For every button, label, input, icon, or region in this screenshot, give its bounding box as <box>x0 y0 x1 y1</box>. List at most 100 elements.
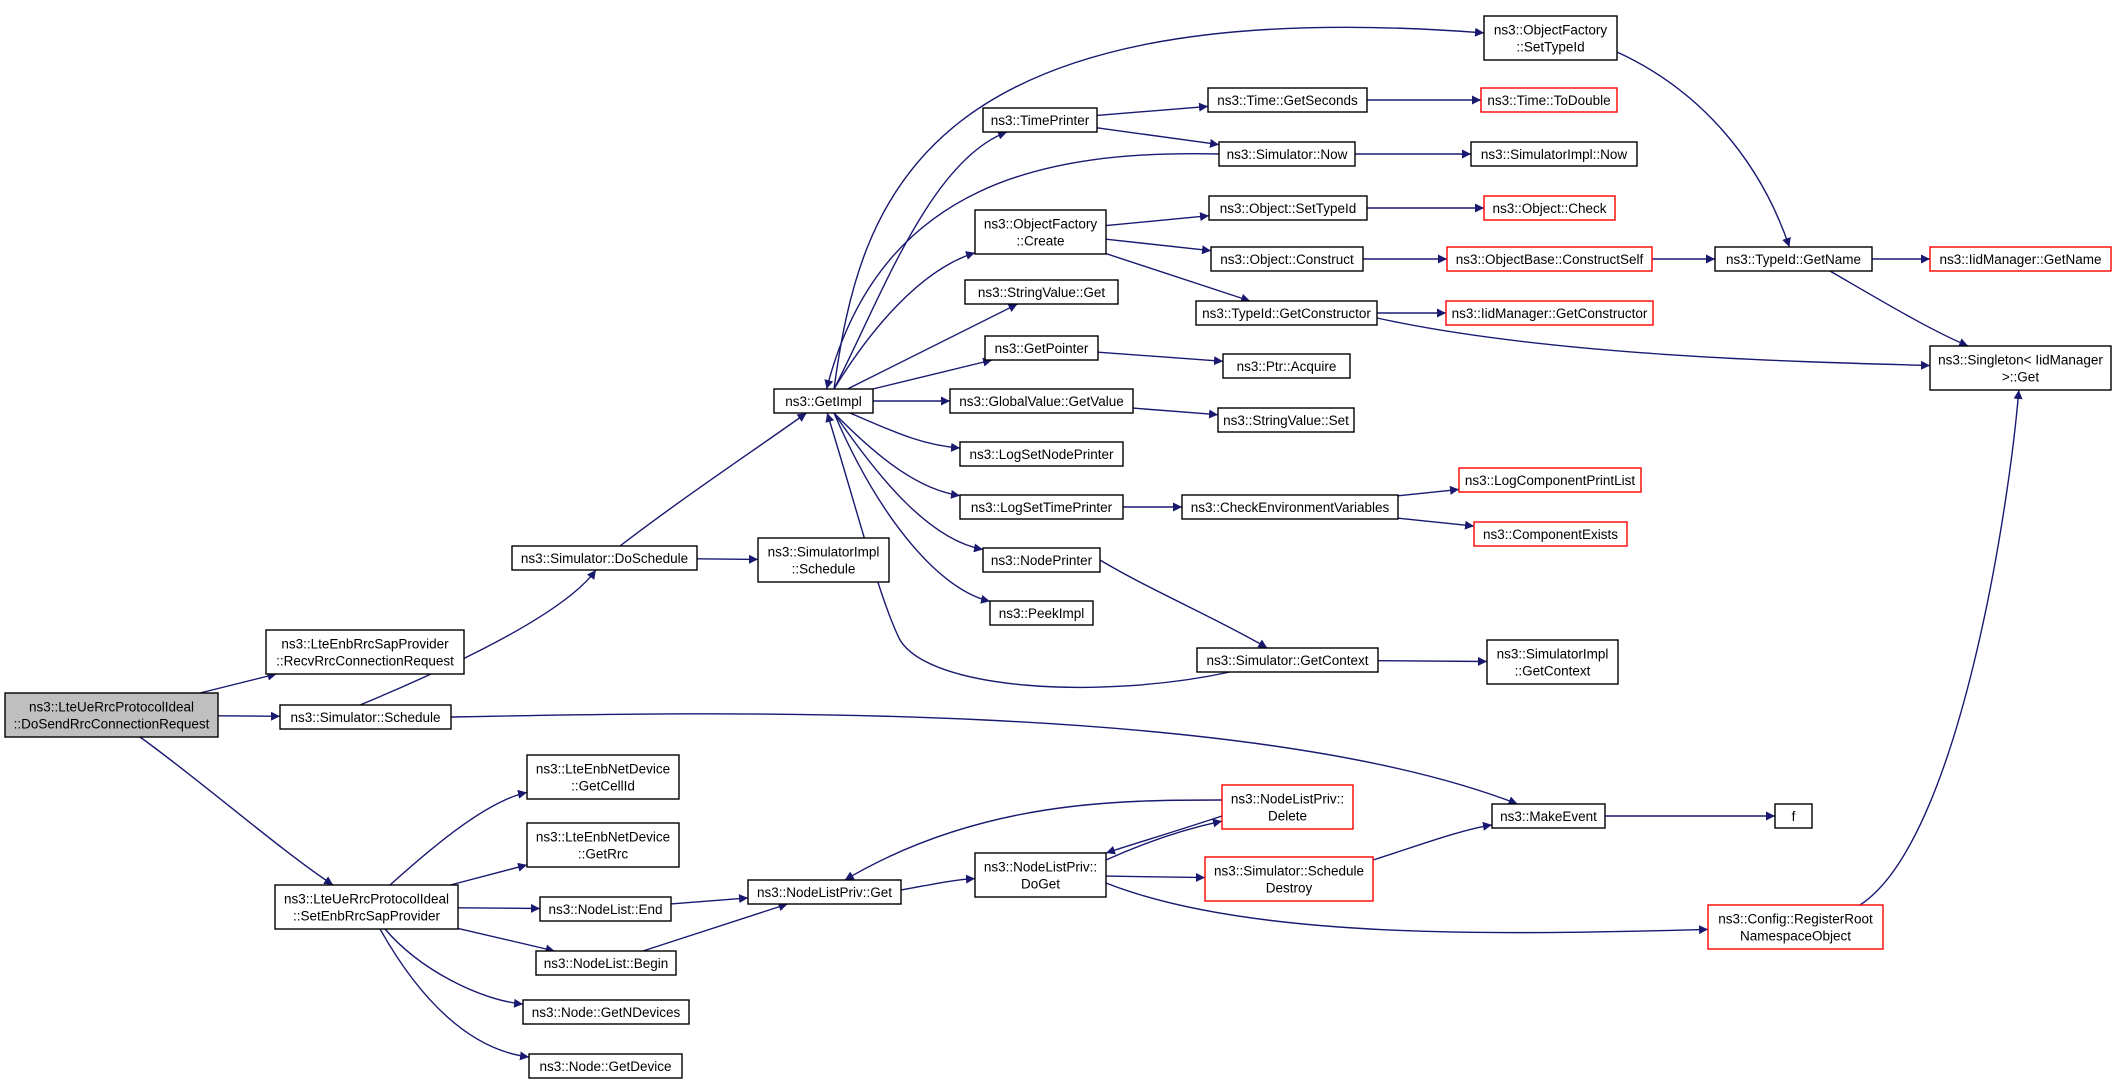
node-label: ns3::Singleton< IidManager <box>1938 353 2103 368</box>
node-simnow[interactable]: ns3::Simulator::Now <box>1218 141 1356 167</box>
node-label: ns3::Simulator::Schedule <box>1214 864 1364 879</box>
nodes-layer: ns3::LteUeRrcProtocolIdeal::DoSendRrcCon… <box>4 15 2112 1079</box>
node-label: ns3::Simulator::Schedule <box>290 710 440 725</box>
node-makeevent[interactable]: ns3::MakeEvent <box>1491 803 1606 829</box>
node-simimplsched[interactable]: ns3::SimulatorImpl::Schedule <box>757 537 890 583</box>
node-strget[interactable]: ns3::StringValue::Get <box>964 279 1119 305</box>
node-label: ns3::Ptr::Acquire <box>1237 359 1337 374</box>
node-ptracq[interactable]: ns3::Ptr::Acquire <box>1222 353 1351 379</box>
node-sched[interactable]: ns3::Simulator::Schedule <box>279 704 452 730</box>
node-box <box>974 852 1107 898</box>
node-enbgetcellid[interactable]: ns3::LteEnbNetDevice::GetCellId <box>526 754 680 800</box>
node-label: ns3::Object::Check <box>1492 201 1606 216</box>
node-label: ns3::SimulatorImpl <box>1497 647 1609 662</box>
node-label: ns3::SimulatorImpl::Now <box>1481 147 1628 162</box>
node-label: ns3::LogSetTimePrinter <box>971 500 1113 515</box>
node-simgetctx[interactable]: ns3::Simulator::GetContext <box>1196 647 1379 673</box>
node-gvget[interactable]: ns3::GlobalValue::GetValue <box>949 388 1134 414</box>
node-box <box>1446 246 1653 272</box>
node-label: ns3::TypeId::GetConstructor <box>1202 306 1371 321</box>
edge-setenb-to-nlend <box>457 903 541 913</box>
node-nlprivget[interactable]: ns3::NodeListPriv::Get <box>747 879 902 905</box>
node-box <box>274 884 459 930</box>
node-getimpl[interactable]: ns3::GetImpl <box>773 388 874 414</box>
node-box <box>1486 639 1619 685</box>
node-label: Destroy <box>1266 881 1313 896</box>
edge-nlprivdelete-to-nlprivget <box>844 799 1223 881</box>
node-objsettid[interactable]: ns3::Object::SetTypeId <box>1208 195 1368 221</box>
node-label: ns3::NodeListPriv:: <box>1231 792 1344 807</box>
node-label: ns3::Node::GetDevice <box>539 1059 671 1074</box>
node-setenb[interactable]: ns3::LteUeRrcProtocolIdeal::SetEnbRrcSap… <box>274 884 459 930</box>
node-label: ns3::LogComponentPrintList <box>1465 473 1636 488</box>
node-strset[interactable]: ns3::StringValue::Set <box>1217 407 1355 433</box>
node-recv[interactable]: ns3::LteEnbRrcSapProvider::RecvRrcConnec… <box>265 629 465 675</box>
node-nlprivdoget[interactable]: ns3::NodeListPriv::DoGet <box>974 852 1107 898</box>
node-box <box>1445 300 1654 326</box>
node-box <box>984 335 1099 361</box>
node-enbgetrrc[interactable]: ns3::LteEnbNetDevice::GetRrc <box>526 822 680 868</box>
node-label: ns3::NodePrinter <box>991 553 1093 568</box>
node-box <box>511 545 698 571</box>
node-ofsettid[interactable]: ns3::ObjectFactory::SetTypeId <box>1483 15 1618 61</box>
node-logsetnode[interactable]: ns3::LogSetNodePrinter <box>959 441 1124 467</box>
node-simimplgetctx[interactable]: ns3::SimulatorImpl::GetContext <box>1486 639 1619 685</box>
node-nlbegin[interactable]: ns3::NodeList::Begin <box>535 950 677 976</box>
node-label: ns3::MakeEvent <box>1500 809 1597 824</box>
node-iidgetctor[interactable]: ns3::IidManager::GetConstructor <box>1445 300 1654 326</box>
node-singleton[interactable]: ns3::Singleton< IidManager >::Get <box>1929 345 2112 391</box>
node-nodegetndev[interactable]: ns3::Node::GetNDevices <box>522 999 690 1025</box>
node-iidgetname[interactable]: ns3::IidManager::GetName <box>1929 246 2112 272</box>
edge-sched-to-dosched <box>359 569 597 706</box>
node-label: ::RecvRrcConnectionRequest <box>276 654 454 669</box>
node-objcheck[interactable]: ns3::Object::Check <box>1483 195 1616 221</box>
node-dosched[interactable]: ns3::Simulator::DoSchedule <box>511 545 698 571</box>
node-logcomplist[interactable]: ns3::LogComponentPrintList <box>1458 467 1642 493</box>
node-box <box>1196 647 1379 673</box>
node-label: ns3::NodeListPriv:: <box>984 860 1097 875</box>
node-box <box>1458 467 1642 493</box>
node-box <box>974 209 1107 255</box>
node-box <box>757 537 890 583</box>
node-label: ::DoSendRrcConnectionRequest <box>14 717 210 732</box>
node-ofcreate[interactable]: ns3::ObjectFactory::Create <box>974 209 1107 255</box>
edge-root-to-sched <box>217 711 281 721</box>
node-logsettime[interactable]: ns3::LogSetTimePrinter <box>959 494 1124 520</box>
node-nodegetdev[interactable]: ns3::Node::GetDevice <box>528 1053 683 1079</box>
node-nodeprinter[interactable]: ns3::NodePrinter <box>982 547 1101 573</box>
node-timegetsec[interactable]: ns3::Time::GetSeconds <box>1207 87 1368 113</box>
node-box <box>1473 521 1628 547</box>
node-label: Delete <box>1268 809 1307 824</box>
node-nlprivdelete[interactable]: ns3::NodeListPriv::Delete <box>1221 784 1354 830</box>
node-box <box>1470 141 1638 167</box>
node-box <box>528 1053 683 1079</box>
node-f[interactable]: f <box>1774 803 1813 829</box>
node-peekimpl[interactable]: ns3::PeekImpl <box>989 600 1094 626</box>
node-box <box>1929 345 2112 391</box>
edge-root-to-recv <box>199 671 277 694</box>
node-simimplnow[interactable]: ns3::SimulatorImpl::Now <box>1470 141 1638 167</box>
node-label: ns3::Simulator::GetContext <box>1206 653 1368 668</box>
node-box <box>949 388 1134 414</box>
node-compexists[interactable]: ns3::ComponentExists <box>1473 521 1628 547</box>
node-tidgetname[interactable]: ns3::TypeId::GetName <box>1714 246 1873 272</box>
node-nlend[interactable]: ns3::NodeList::End <box>539 896 672 922</box>
node-label: ns3::StringValue::Set <box>1223 413 1349 428</box>
node-timetodouble[interactable]: ns3::Time::ToDouble <box>1480 87 1618 113</box>
node-timeprinter[interactable]: ns3::TimePrinter <box>982 107 1098 133</box>
edge-nlprivdoget-to-simscheddestroy <box>1105 872 1206 882</box>
node-obconstructself[interactable]: ns3::ObjectBase::ConstructSelf <box>1446 246 1653 272</box>
node-box <box>1929 246 2112 272</box>
node-box <box>1195 300 1378 326</box>
node-label: ns3::IidManager::GetConstructor <box>1452 306 1648 321</box>
node-getptr[interactable]: ns3::GetPointer <box>984 335 1099 361</box>
node-label: ns3::SimulatorImpl <box>768 545 880 560</box>
node-objconstruct[interactable]: ns3::Object::Construct <box>1210 246 1364 272</box>
node-box <box>1221 784 1354 830</box>
node-checkenv[interactable]: ns3::CheckEnvironmentVariables <box>1181 494 1399 520</box>
node-label: ::GetRrc <box>578 847 629 862</box>
node-tidgetctor[interactable]: ns3::TypeId::GetConstructor <box>1195 300 1378 326</box>
node-label: ns3::Config::RegisterRoot <box>1718 912 1873 927</box>
